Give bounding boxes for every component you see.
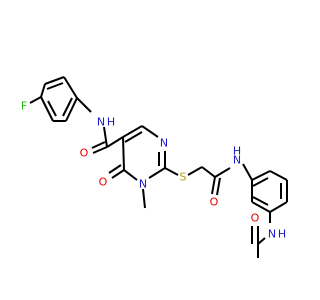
bond — [269, 201, 288, 213]
bond — [62, 97, 73, 117]
bond — [76, 97, 92, 113]
bond — [187, 166, 203, 176]
bond — [122, 136, 125, 171]
bond — [63, 76, 78, 99]
thioether-sulfur: S — [180, 171, 187, 184]
bond — [141, 125, 159, 138]
acetamide-nitrogen: N — [268, 228, 276, 241]
bond — [123, 169, 138, 181]
bond — [164, 167, 179, 176]
bond — [44, 76, 65, 85]
amide-hydrogen: H — [107, 116, 115, 129]
acetyl-oxygen: O — [251, 212, 260, 225]
ring-nitrogen-top: N — [160, 137, 168, 150]
ring-oxo-oxygen: O — [99, 176, 108, 189]
bond-lines — [29, 76, 288, 258]
carboxamide-oxygen: O — [80, 147, 89, 160]
bond — [92, 146, 108, 154]
bond — [269, 170, 288, 181]
bond — [40, 83, 46, 98]
canvas-background — [0, 0, 300, 300]
amide-nitrogen: N — [97, 116, 105, 129]
bond — [108, 164, 122, 174]
bond — [46, 82, 64, 90]
bond — [124, 131, 143, 143]
bond — [214, 167, 231, 178]
linker-nitrogen: N — [233, 154, 241, 167]
bond — [122, 125, 143, 138]
bond — [257, 237, 266, 245]
linker-hydrogen: H — [233, 145, 241, 158]
bond — [40, 96, 54, 122]
bond — [252, 177, 269, 187]
bond — [201, 166, 216, 178]
bond — [242, 163, 253, 181]
acetamide-link-oxygen: O — [210, 196, 219, 209]
bond — [91, 141, 106, 149]
bond — [148, 167, 166, 179]
bond — [65, 97, 78, 122]
bond — [216, 177, 221, 196]
bond — [47, 100, 57, 117]
acetamide-hydrogen: H — [278, 228, 286, 241]
bond — [142, 188, 146, 209]
molecule-structure-diagram: F N H O N N O S O N H N H O — [0, 0, 300, 300]
ring-nitrogen-methyl: N — [139, 178, 147, 191]
bond — [252, 196, 269, 206]
bond — [103, 126, 108, 148]
bond — [251, 201, 271, 213]
bond — [211, 176, 216, 195]
bond — [29, 96, 42, 104]
fluorine-atom: F — [21, 100, 27, 113]
bond — [106, 136, 124, 148]
atom-labels: F N H O N N O S O N H N H O — [21, 100, 286, 241]
bond — [251, 170, 271, 181]
bond — [111, 169, 125, 179]
